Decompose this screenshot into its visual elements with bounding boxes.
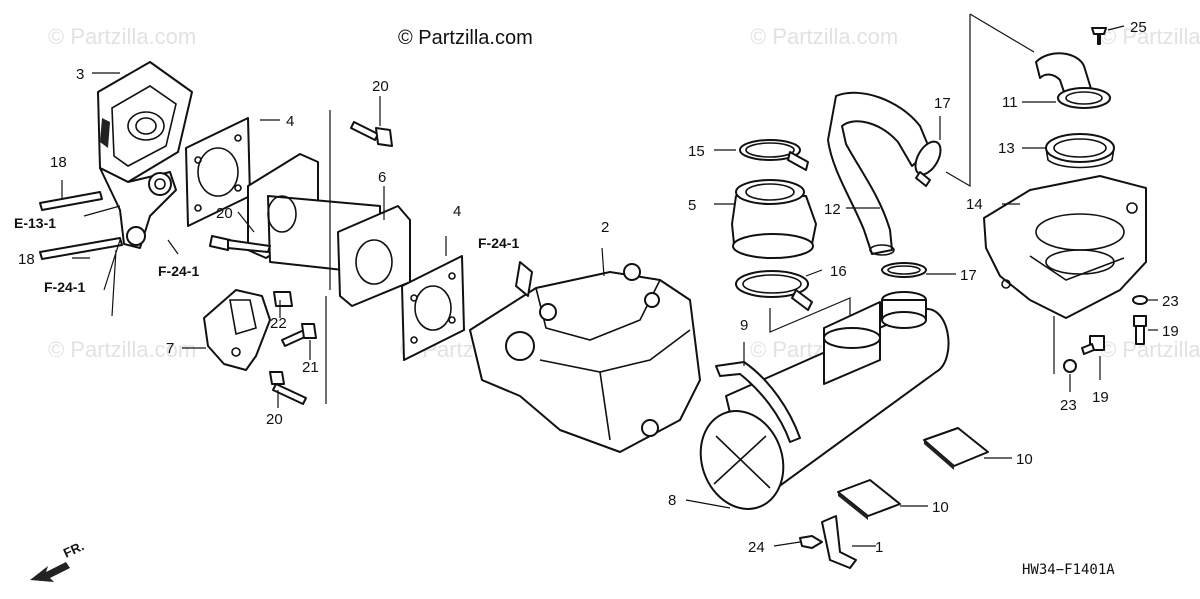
part-15-clamp: [739, 139, 809, 171]
callout-20-bottom: 20: [266, 411, 283, 428]
callout-19-right: 19: [1162, 323, 1179, 340]
front-label: FR.: [61, 538, 86, 560]
part-10-pad-b: [837, 479, 901, 520]
callout-13: 13: [998, 140, 1015, 157]
leader-11-12: [945, 13, 1035, 188]
callout-11: 11: [1002, 94, 1018, 111]
watermark-top-left: © Partzilla.com: [48, 24, 196, 49]
reference-labels: E-13-1 F-24-1 F-24-1 F-24-1: [14, 215, 519, 295]
part-8-muffler: [699, 291, 950, 510]
ref-f-24-1-right: F-24-1: [478, 235, 519, 251]
part-23-washer-lower: [1063, 359, 1077, 373]
callout-23-right: 23: [1162, 293, 1179, 310]
part-2-housing: [469, 261, 701, 453]
callout-18-lower: 18: [18, 251, 35, 268]
ref-f-24-1-left: F-24-1: [44, 279, 85, 295]
part-23-washer-right: [1132, 295, 1148, 305]
callout-14: 14: [966, 196, 983, 213]
ref-f-24-1-center: F-24-1: [158, 263, 199, 279]
copyright-text: © Partzilla.com: [398, 27, 533, 49]
callout-23-lower: 23: [1060, 397, 1077, 414]
watermark-mid-far-right: © Partzilla.com: [1100, 337, 1200, 362]
callout-21: 21: [302, 359, 319, 376]
ref-e-13-1: E-13-1: [14, 215, 56, 231]
callout-7: 7: [166, 340, 174, 357]
callout-15: 15: [688, 143, 705, 160]
part-17-clamp-bottom: [881, 262, 927, 278]
part-5-boot: [731, 179, 817, 259]
front-arrow-icon: FR.: [30, 538, 86, 582]
callout-4-mid: 4: [453, 203, 461, 220]
bolt-20-mid: [209, 235, 271, 253]
part-24-clip: [799, 535, 823, 549]
callout-leaders: [61, 25, 1158, 547]
part-11-elbow: [1035, 52, 1111, 109]
leader-bracket-20-21: [325, 110, 331, 404]
watermark-mid-left: © Partzilla.com: [48, 337, 196, 362]
callout-5: 5: [688, 197, 696, 214]
callout-1: 1: [875, 539, 883, 556]
part-4-gasket-b: [401, 255, 465, 361]
callout-19-lower: 19: [1092, 389, 1109, 406]
diagram-code: HW34−F1401A: [1022, 562, 1115, 578]
part-10-pad-a: [923, 427, 989, 470]
part-12-hose: [827, 91, 931, 256]
callout-17-upper: 17: [934, 95, 951, 112]
part-14-case: [983, 175, 1147, 319]
watermark-top-right: © Partzilla.com: [750, 24, 898, 49]
part-16-clamp: [735, 270, 813, 311]
leader-16-to-muffler: [769, 297, 851, 333]
callout-8: 8: [668, 492, 676, 509]
callout-10-lower: 10: [932, 499, 949, 516]
callout-6: 6: [378, 169, 386, 186]
callout-20-top: 20: [372, 78, 389, 95]
part-13-seal: [1045, 133, 1115, 169]
callout-10-upper: 10: [1016, 451, 1033, 468]
callout-24: 24: [748, 539, 765, 556]
part-3-cover: [97, 61, 193, 249]
callout-16: 16: [830, 263, 847, 280]
callout-18-upper: 18: [50, 154, 67, 171]
part-18-studs: [39, 191, 123, 260]
part-19-bolt-lower: [1081, 335, 1105, 355]
part-1-bracket: [821, 515, 857, 569]
callout-numbers: 1 2 3 4 4 5 6 7 8 9 10 10 11 12 13 14 15…: [18, 19, 1179, 556]
bolt-20-top: [350, 121, 393, 147]
part-9-strap: [715, 361, 801, 443]
callout-4-top: 4: [286, 113, 294, 130]
callout-3: 3: [76, 66, 84, 83]
callout-20-mid: 20: [216, 205, 233, 222]
callout-9: 9: [740, 317, 748, 334]
callout-2: 2: [601, 219, 609, 236]
part-17-clamp-top: [914, 140, 942, 187]
callout-17-lower: 17: [960, 267, 977, 284]
nut-22: [273, 291, 293, 307]
part-7-bracket: [203, 289, 271, 371]
part-6-exhaust-pipe: [247, 153, 411, 307]
callout-25: 25: [1130, 19, 1147, 36]
bolt-21: [281, 323, 317, 347]
bolt-20-bottom: [269, 371, 307, 405]
part-19-bolt-right: [1133, 315, 1147, 345]
callout-12: 12: [824, 201, 841, 218]
part-25-screw: [1091, 27, 1107, 45]
callout-22: 22: [270, 315, 287, 332]
